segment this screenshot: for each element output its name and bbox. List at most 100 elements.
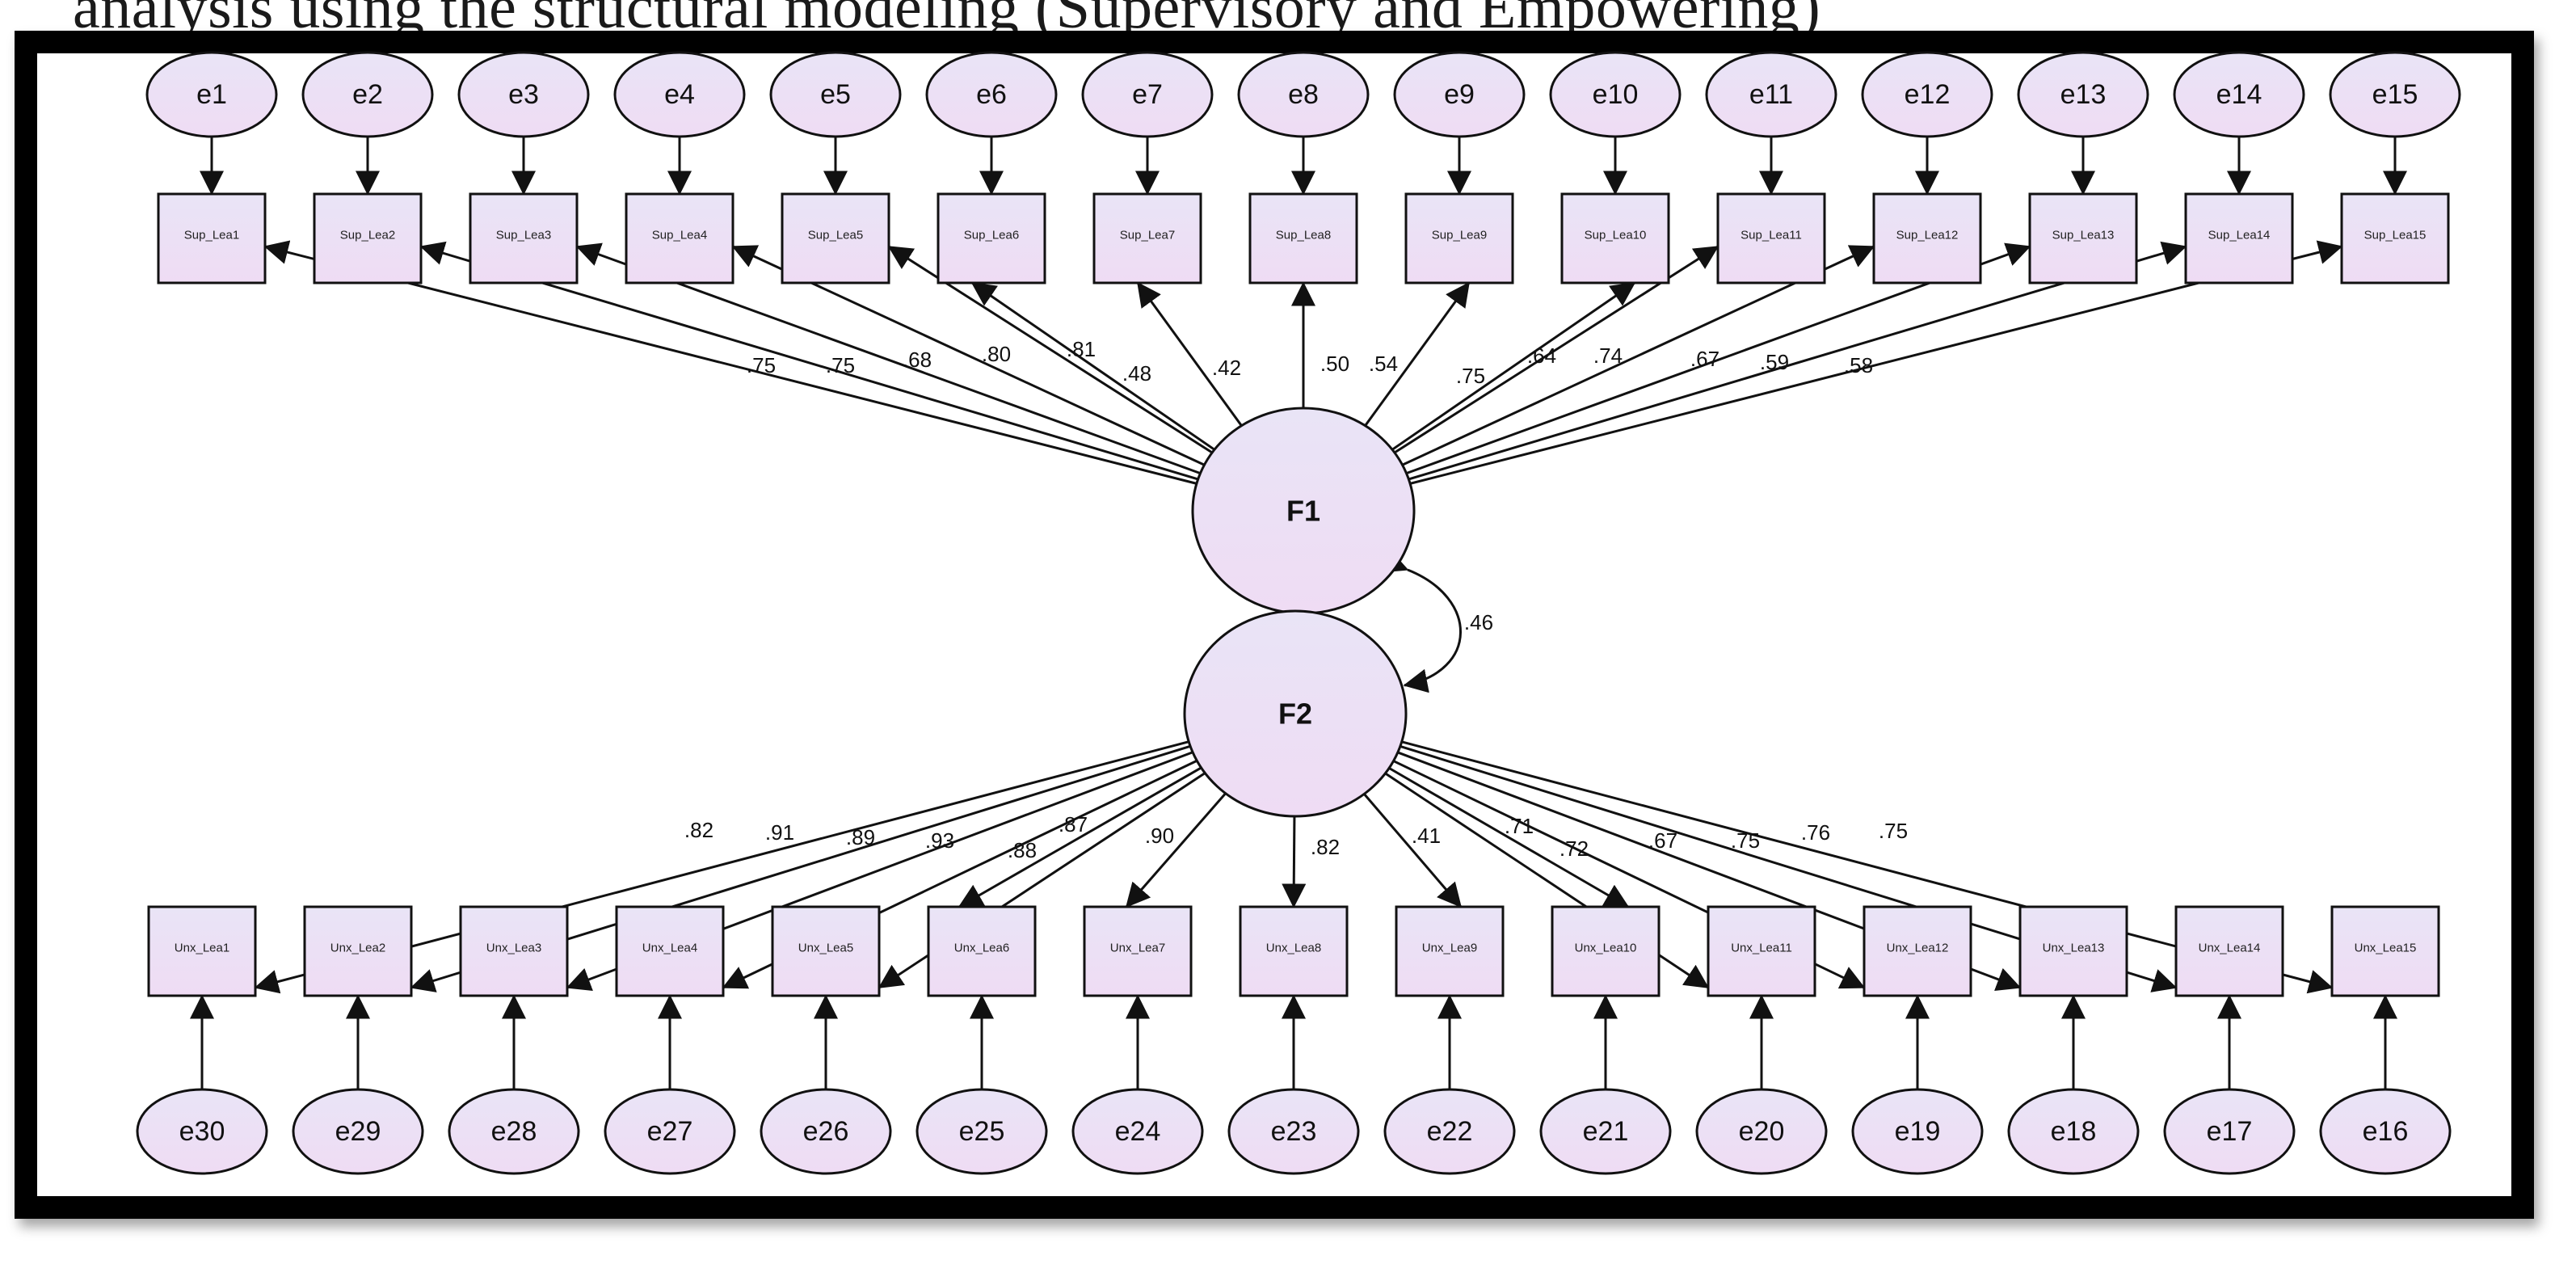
- error-term-label: e6: [976, 79, 1007, 110]
- loading-label-bottom: .82: [1311, 835, 1340, 859]
- indicator-label: Unx_Lea15: [2355, 942, 2417, 955]
- loading-label-bottom: .67: [1648, 828, 1677, 853]
- indicator-label: Sup_Lea13: [2052, 229, 2115, 242]
- error-term-node: [760, 1088, 892, 1175]
- loading-label-bottom: .93: [925, 828, 954, 853]
- error-term-label: e23: [1271, 1116, 1317, 1147]
- loading-label-top: .58: [1844, 353, 1873, 377]
- indicator-label: Sup_Lea6: [964, 229, 1019, 242]
- error-term-label: e9: [1444, 79, 1475, 110]
- loading-label-bottom: .87: [1059, 812, 1088, 836]
- error-term-label: e4: [664, 79, 695, 110]
- error-term-node: [136, 1088, 268, 1175]
- error-term-node: [1227, 1088, 1360, 1175]
- loading-path-top-10: [1391, 281, 1636, 451]
- observed-indicator-box: [1716, 192, 1826, 284]
- loading-label-bottom: .71: [1505, 814, 1534, 838]
- loading-label-top: .81: [1067, 337, 1096, 361]
- loading-label-bottom: .88: [1008, 838, 1037, 862]
- indicator-label: Sup_Lea14: [2208, 229, 2271, 242]
- indicator-label: Sup_Lea1: [184, 229, 239, 242]
- error-term-node: [1071, 1088, 1204, 1175]
- observed-indicator-box: [303, 905, 413, 997]
- observed-indicator-box: [2184, 192, 2294, 284]
- indicator-label: Unx_Lea3: [486, 942, 541, 955]
- observed-indicator-box: [1092, 192, 1202, 284]
- loading-label-top: .64: [1527, 343, 1556, 368]
- loading-label-bottom: .90: [1145, 824, 1174, 848]
- observed-indicator-box: [459, 905, 569, 997]
- indicator-label: Sup_Lea11: [1740, 229, 1802, 242]
- error-term-node: [292, 1088, 424, 1175]
- error-term-label: e17: [2207, 1116, 2253, 1147]
- error-term-node: [457, 51, 590, 138]
- observed-indicator-box: [1395, 905, 1505, 997]
- loading-label-top: .75: [747, 353, 776, 377]
- loading-path-top-3: [575, 242, 1201, 475]
- loading-label-top: .68: [903, 348, 932, 372]
- observed-indicator-box: [2340, 192, 2450, 284]
- loading-path-top-13: [1406, 242, 2031, 475]
- observed-indicator-box: [469, 192, 579, 284]
- indicator-label: Unx_Lea11: [1731, 942, 1792, 955]
- error-term-node: [2173, 51, 2305, 138]
- error-term-label: e10: [1593, 79, 1639, 110]
- indicator-label: Sup_Lea5: [808, 229, 863, 242]
- observed-indicator-box: [1551, 905, 1661, 997]
- error-term-node: [1237, 51, 1370, 138]
- error-term-node: [1705, 51, 1837, 138]
- loading-label-top: .75: [826, 353, 855, 377]
- indicator-label: Unx_Lea2: [330, 942, 385, 955]
- loading-path-bottom-6: [958, 766, 1202, 908]
- loading-label-top: .80: [982, 342, 1011, 366]
- loading-label-top: .48: [1122, 361, 1151, 386]
- observed-indicator-box: [1248, 192, 1358, 284]
- observed-indicator-box: [625, 192, 734, 284]
- observed-indicator-box: [781, 192, 890, 284]
- indicator-label: Sup_Lea9: [1432, 229, 1487, 242]
- indicator-label: Sup_Lea7: [1120, 229, 1175, 242]
- error-term-label: e12: [1905, 79, 1951, 110]
- indicator-label: Sup_Lea2: [340, 229, 395, 242]
- observed-indicator-box: [1707, 905, 1816, 997]
- error-term-label: e20: [1739, 1116, 1785, 1147]
- observed-indicator-box: [2028, 192, 2138, 284]
- indicator-label: Unx_Lea5: [798, 942, 853, 955]
- error-term-node: [2007, 1088, 2140, 1175]
- error-term-node: [1383, 1088, 1516, 1175]
- observed-indicator-box: [1239, 905, 1349, 997]
- error-term-label: e15: [2372, 79, 2418, 110]
- error-term-label: e5: [820, 79, 851, 110]
- observed-indicator-box: [147, 905, 257, 997]
- observed-indicator-box: [771, 905, 881, 997]
- error-term-node: [604, 1088, 736, 1175]
- error-term-node: [1549, 51, 1682, 138]
- observed-indicator-box: [2018, 905, 2128, 997]
- loading-path-top-6: [970, 281, 1215, 451]
- error-term-label: e21: [1583, 1116, 1629, 1147]
- error-term-node: [915, 1088, 1048, 1175]
- loading-path-top-9: [1364, 281, 1471, 427]
- observed-indicator-box: [1872, 192, 1982, 284]
- error-term-label: e13: [2060, 79, 2107, 110]
- indicator-label: Unx_Lea12: [1887, 942, 1949, 955]
- observed-indicator-box: [615, 905, 725, 997]
- loading-label-top: .74: [1593, 343, 1623, 368]
- factor-f2-node: [1183, 609, 1408, 818]
- error-term-label: e3: [508, 79, 539, 110]
- loading-label-top: .50: [1320, 352, 1349, 376]
- loading-label-bottom: .76: [1801, 820, 1830, 845]
- error-term-node: [301, 51, 434, 138]
- indicator-label: Sup_Lea4: [652, 229, 707, 242]
- error-term-node: [769, 51, 902, 138]
- error-term-label: e30: [179, 1116, 225, 1147]
- error-term-node: [1081, 51, 1214, 138]
- error-term-node: [1539, 1088, 1672, 1175]
- error-term-label: e11: [1749, 79, 1793, 110]
- indicator-label: Sup_Lea12: [1896, 229, 1959, 242]
- loading-label-top: .67: [1690, 347, 1719, 371]
- error-term-node: [2319, 1088, 2452, 1175]
- loading-label-bottom: .41: [1412, 824, 1441, 848]
- error-term-label: e2: [352, 79, 383, 110]
